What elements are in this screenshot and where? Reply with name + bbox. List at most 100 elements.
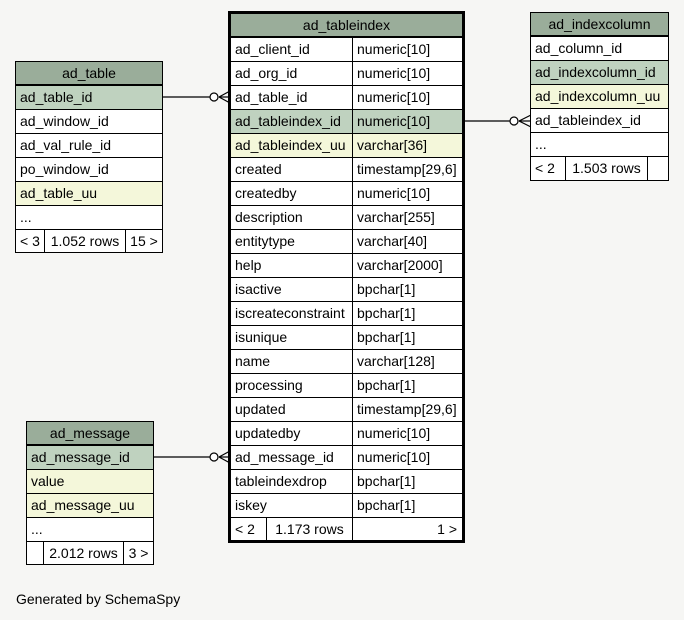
column-name: entitytype bbox=[235, 233, 295, 249]
column-name: po_window_id bbox=[20, 161, 109, 177]
column-row[interactable]: ... bbox=[16, 205, 162, 229]
row-count: 1.052 rows bbox=[44, 230, 125, 253]
column-name: isactive bbox=[235, 281, 282, 297]
table-ad-indexcolumn[interactable]: ad_indexcolumn ad_column_id ad_indexcolum… bbox=[530, 12, 669, 181]
column-type: varchar[36] bbox=[352, 134, 462, 157]
column-type: varchar[255] bbox=[352, 206, 462, 229]
column-row[interactable]: ad_indexcolumn_id bbox=[531, 60, 668, 84]
parents-link[interactable]: < 2 bbox=[535, 160, 555, 176]
column-name: tableindexdrop bbox=[235, 473, 327, 489]
column-row[interactable]: ad_table_id numeric[10] bbox=[231, 85, 462, 109]
column-type: bpchar[1] bbox=[352, 326, 462, 349]
children-link[interactable]: 15 > bbox=[125, 230, 162, 253]
column-row[interactable]: ad_column_id bbox=[531, 36, 668, 60]
column-name: ad_table_uu bbox=[20, 185, 98, 201]
column-row[interactable]: ad_message_id bbox=[27, 445, 153, 469]
column-type: varchar[40] bbox=[352, 230, 462, 253]
column-row[interactable]: ad_org_id numeric[10] bbox=[231, 61, 462, 85]
column-row[interactable]: ad_tableindex_id bbox=[531, 108, 668, 132]
column-name: value bbox=[31, 473, 65, 489]
column-name: ... bbox=[20, 209, 32, 225]
column-type: timestamp[29,6] bbox=[352, 158, 462, 181]
column-row[interactable]: ad_table_uu bbox=[16, 181, 162, 205]
children-link[interactable]: 3 > bbox=[123, 542, 153, 565]
column-name: createdby bbox=[235, 185, 297, 201]
column-type: varchar[128] bbox=[352, 350, 462, 373]
column-row[interactable]: ad_window_id bbox=[16, 109, 162, 133]
column-row[interactable]: ad_indexcolumn_uu bbox=[531, 84, 668, 108]
table-header[interactable]: ad_message bbox=[27, 422, 153, 445]
column-type: bpchar[1] bbox=[352, 374, 462, 397]
row-count: 1.173 rows bbox=[266, 518, 352, 541]
children-link[interactable]: 1 > bbox=[352, 518, 462, 541]
column-row[interactable]: ... bbox=[531, 132, 668, 156]
column-name: ad_message_id bbox=[31, 449, 130, 465]
column-row[interactable]: help varchar[2000] bbox=[231, 253, 462, 277]
column-name: ad_tableindex_id bbox=[535, 112, 641, 128]
column-row[interactable]: created timestamp[29,6] bbox=[231, 157, 462, 181]
column-name: isunique bbox=[235, 329, 288, 345]
column-name: ad_org_id bbox=[235, 65, 298, 81]
column-type: numeric[10] bbox=[352, 446, 462, 469]
column-row[interactable]: isunique bpchar[1] bbox=[231, 325, 462, 349]
column-type: numeric[10] bbox=[352, 86, 462, 109]
column-name: ... bbox=[535, 136, 547, 152]
row-count: 1.503 rows bbox=[565, 157, 647, 180]
column-row[interactable]: ad_tableindex_uu varchar[36] bbox=[231, 133, 462, 157]
column-row[interactable]: ad_client_id numeric[10] bbox=[231, 37, 462, 61]
column-name: updated bbox=[235, 401, 286, 417]
table-header[interactable]: ad_tableindex bbox=[231, 14, 462, 37]
parents-link[interactable] bbox=[27, 542, 43, 565]
column-row[interactable]: iskey bpchar[1] bbox=[231, 493, 462, 517]
column-type: numeric[10] bbox=[352, 38, 462, 61]
column-row[interactable]: ad_val_rule_id bbox=[16, 133, 162, 157]
column-name: ad_table_id bbox=[235, 89, 308, 105]
column-name: created bbox=[235, 161, 282, 177]
column-type: numeric[10] bbox=[352, 110, 462, 133]
column-name: help bbox=[235, 257, 262, 273]
column-name: ad_indexcolumn_id bbox=[535, 64, 656, 80]
column-type: bpchar[1] bbox=[352, 494, 462, 517]
column-type: numeric[10] bbox=[352, 62, 462, 85]
column-name: ... bbox=[31, 521, 43, 537]
generated-by-label: Generated by SchemaSpy bbox=[16, 591, 181, 607]
column-name: iskey bbox=[235, 497, 267, 513]
column-type: varchar[2000] bbox=[352, 254, 462, 277]
parents-link[interactable]: < 2 bbox=[235, 521, 255, 537]
column-name: processing bbox=[235, 377, 303, 393]
table-header[interactable]: ad_indexcolumn bbox=[531, 13, 668, 36]
parents-link[interactable]: < 3 bbox=[20, 233, 40, 249]
column-row[interactable]: ... bbox=[27, 517, 153, 541]
column-row[interactable]: entitytype varchar[40] bbox=[231, 229, 462, 253]
column-name: ad_client_id bbox=[235, 41, 310, 57]
children-link[interactable] bbox=[647, 157, 668, 180]
column-row[interactable]: ad_message_uu bbox=[27, 493, 153, 517]
rel-ad-table-to-ad-tableindex bbox=[163, 90, 231, 104]
column-name: updatedby bbox=[235, 425, 301, 441]
column-row[interactable]: value bbox=[27, 469, 153, 493]
column-name: ad_val_rule_id bbox=[20, 137, 112, 153]
column-name: ad_tableindex_uu bbox=[235, 137, 346, 153]
table-footer: < 2 1.503 rows bbox=[531, 156, 668, 180]
column-row[interactable]: ad_table_id bbox=[16, 85, 162, 109]
column-row[interactable]: processing bpchar[1] bbox=[231, 373, 462, 397]
column-row[interactable]: po_window_id bbox=[16, 157, 162, 181]
table-header[interactable]: ad_table bbox=[16, 62, 162, 85]
column-name: ad_message_uu bbox=[31, 497, 135, 513]
